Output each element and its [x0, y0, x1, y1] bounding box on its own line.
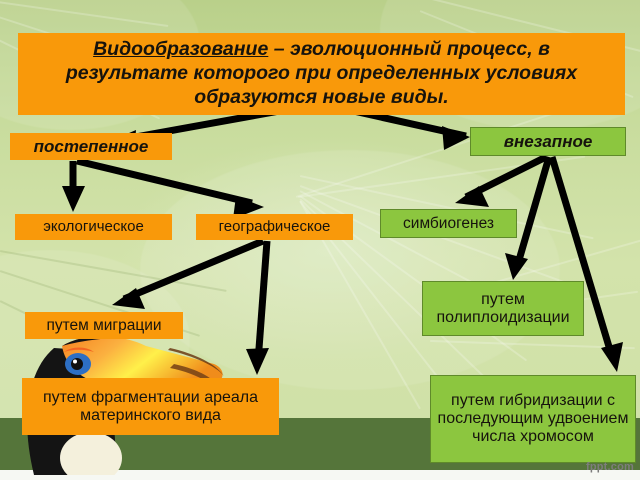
- node-fragmentation: путем фрагментации ареала материнского в…: [22, 378, 279, 435]
- node-hybridization: путем гибридизации с последующим удвоени…: [430, 375, 636, 463]
- node-geographical: географическое: [196, 214, 353, 240]
- branch-label-sudden: внезапное: [470, 127, 626, 156]
- bottom-white-strip: [0, 470, 640, 480]
- node-symbiogenesis: симбиогенез: [380, 209, 517, 238]
- branch-label-gradual: постепенное: [10, 133, 172, 160]
- node-migration: путем миграции: [25, 312, 183, 339]
- node-ecological: экологическое: [15, 214, 172, 240]
- page-title-rest: – эволюционный процесс, в результате кот…: [65, 38, 578, 108]
- node-polyploidization: путем полиплоидизации: [422, 281, 584, 336]
- fppt-watermark: fppt.com: [585, 461, 634, 473]
- definition-title-box: Видообразование – эволюционный процесс, …: [18, 33, 625, 115]
- page-title: Видообразование: [93, 38, 269, 61]
